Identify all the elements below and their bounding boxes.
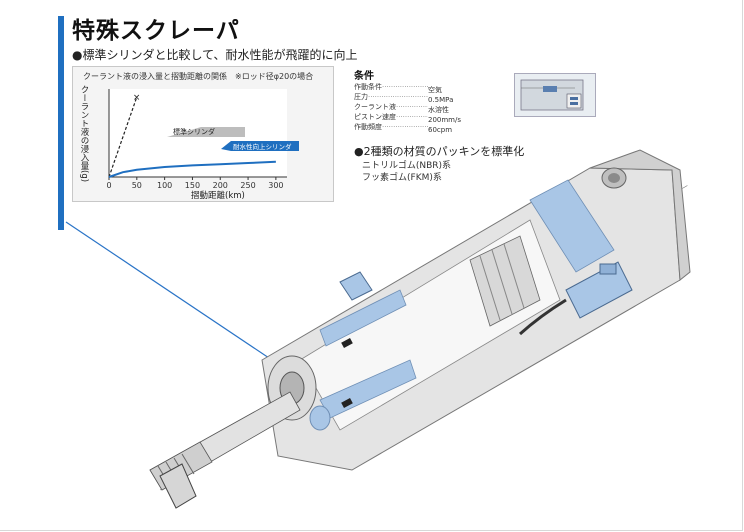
x-tick-label: 100: [157, 181, 172, 190]
callout-line: [65, 221, 279, 365]
rod-nut: [159, 463, 197, 509]
legend-tag-shape: [221, 141, 299, 151]
x-tick-label: 250: [240, 181, 255, 190]
thread-line: [181, 453, 195, 475]
piston-groove: [503, 243, 525, 309]
packing-item: フッ素ゴム(FKM)系: [362, 173, 442, 183]
x-tick-label: 200: [213, 181, 228, 190]
condition-value: 0.5MPa: [428, 96, 454, 104]
x-tick-label: 0: [106, 181, 111, 190]
x-tick-label: 50: [132, 181, 142, 190]
condition-label: 圧力: [354, 92, 428, 102]
condition-row: クーラント液水溶性: [354, 102, 449, 115]
condition-value: 空気: [428, 86, 442, 94]
port-hole-inner: [608, 173, 620, 183]
cylinder-thumbnail-icon: [514, 73, 596, 117]
piston-groove: [479, 255, 501, 321]
series-line-0: [108, 96, 138, 178]
chart-y-axis-label: クーラント液の浸入量(g): [79, 85, 89, 183]
condition-label: 作動頻度: [354, 122, 428, 132]
scraper-seal-top: [341, 338, 353, 348]
condition-label: 作動条件: [354, 82, 428, 92]
end-cap: [589, 149, 691, 281]
tube-band: [529, 179, 615, 273]
legend-label: 標準シリンダ: [173, 127, 215, 136]
head-seal-region: [319, 289, 407, 347]
chart-x-axis-label: 摺動距離(km): [191, 191, 245, 201]
conditions-heading: 条件: [354, 71, 374, 82]
x-tick-label: 300: [268, 181, 283, 190]
condition-label: クーラント液: [354, 102, 428, 112]
condition-value: 水溶性: [428, 106, 449, 114]
condition-value: 60cpm: [428, 126, 453, 134]
condition-row: 作動頻度60cpm: [354, 122, 452, 134]
chart-title: クーラント液の浸入量と摺動距離の関係 ※ロッド径φ20の場合: [83, 72, 314, 81]
page-title: 特殊スクレーパ: [72, 18, 240, 44]
condition-row: ピストン速度200mm/s: [354, 112, 461, 124]
marker-x: ×: [133, 93, 141, 103]
packing-item: ニトリルゴム(NBR)系: [362, 161, 452, 171]
accent-bar: [58, 16, 64, 230]
condition-value: 200mm/s: [428, 116, 462, 124]
switch-connector: [599, 263, 617, 275]
sensor-block: [339, 271, 373, 301]
seal-ring: [309, 405, 331, 431]
legend-label: 耐水性向上シリンダ: [233, 142, 292, 151]
x-tick-label: 150: [185, 181, 200, 190]
packing-heading: ●2種類の材質のパッキンを標準化: [354, 145, 525, 158]
condition-label: ピストン速度: [354, 112, 428, 122]
series-line-1: [108, 160, 276, 178]
condition-row: 圧力0.5MPa: [354, 92, 453, 104]
legend-tag-shape: [167, 127, 245, 137]
subtitle: ●標準シリンダと比較して、耐水性能が飛躍的に向上: [72, 48, 358, 62]
condition-row: 作動条件空気: [354, 82, 442, 95]
chart-panel: クーラント液の浸入量と摺動距離の関係 ※ロッド径φ20の場合 クーラント液の浸入…: [72, 66, 334, 202]
scraper-seal-bottom: [341, 398, 353, 408]
piston-groove: [491, 249, 513, 315]
sensor-cable: [518, 298, 567, 336]
